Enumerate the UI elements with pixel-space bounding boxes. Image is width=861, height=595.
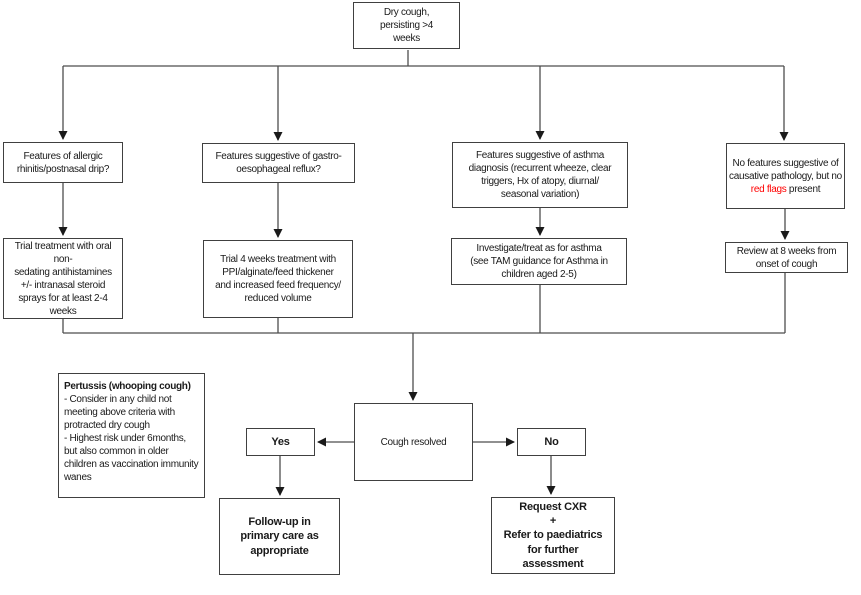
no-features-text-after: present bbox=[786, 183, 821, 195]
allergic-treatment-label: Trial treatment with oral non- sedating … bbox=[14, 240, 112, 317]
reflux-question-node: Features suggestive of gastro- oesophage… bbox=[202, 143, 355, 183]
pertussis-title: Pertussis (whooping cough) bbox=[64, 381, 191, 392]
allergic-rhinitis-question-label: Features of allergic rhinitis/postnasal … bbox=[16, 150, 110, 175]
no-features-label: No features suggestive of causative path… bbox=[729, 157, 842, 196]
yes-label: Yes bbox=[271, 435, 290, 448]
allergic-treatment-node: Trial treatment with oral non- sedating … bbox=[3, 238, 123, 319]
cough-resolved-node: Cough resolved bbox=[354, 403, 473, 481]
follow-up-node: Follow-up in primary care as appropriate bbox=[219, 498, 340, 575]
pertussis-info-node: Pertussis (whooping cough) - Consider in… bbox=[58, 373, 205, 498]
no-node: No bbox=[517, 428, 586, 456]
no-features-text-before: No features suggestive of causative path… bbox=[729, 157, 842, 182]
pertussis-item-2: - Highest risk under 6months, but also c… bbox=[64, 433, 199, 483]
yes-node: Yes bbox=[246, 428, 315, 456]
red-flags-highlight: red flags bbox=[750, 183, 787, 195]
allergic-rhinitis-question-node: Features of allergic rhinitis/postnasal … bbox=[3, 142, 123, 183]
start-node-label: Dry cough, persisting >4 weeks bbox=[379, 7, 434, 44]
request-cxr-label: Request CXR + Refer to paediatrics for f… bbox=[503, 500, 603, 570]
reflux-treatment-label: Trial 4 weeks treatment with PPI/alginat… bbox=[215, 254, 341, 304]
request-cxr-node: Request CXR + Refer to paediatrics for f… bbox=[491, 497, 615, 574]
review-node: Review at 8 weeks from onset of cough bbox=[725, 242, 848, 273]
asthma-question-label: Features suggestive of asthma diagnosis … bbox=[468, 150, 612, 200]
pertussis-item-1: - Consider in any child not meeting abov… bbox=[64, 394, 175, 431]
asthma-question-node: Features suggestive of asthma diagnosis … bbox=[452, 142, 628, 208]
reflux-question-label: Features suggestive of gastro- oesophage… bbox=[215, 151, 342, 175]
cough-resolved-label: Cough resolved bbox=[380, 436, 447, 448]
asthma-treatment-node: Investigate/treat as for asthma (see TAM… bbox=[451, 238, 627, 285]
no-label: No bbox=[544, 435, 559, 448]
review-label: Review at 8 weeks from onset of cough bbox=[736, 245, 837, 270]
asthma-treatment-label: Investigate/treat as for asthma (see TAM… bbox=[470, 243, 608, 280]
no-features-node: No features suggestive of causative path… bbox=[726, 143, 845, 209]
start-node: Dry cough, persisting >4 weeks bbox=[353, 2, 460, 49]
reflux-treatment-node: Trial 4 weeks treatment with PPI/alginat… bbox=[203, 240, 353, 318]
follow-up-label: Follow-up in primary care as appropriate bbox=[240, 516, 319, 557]
